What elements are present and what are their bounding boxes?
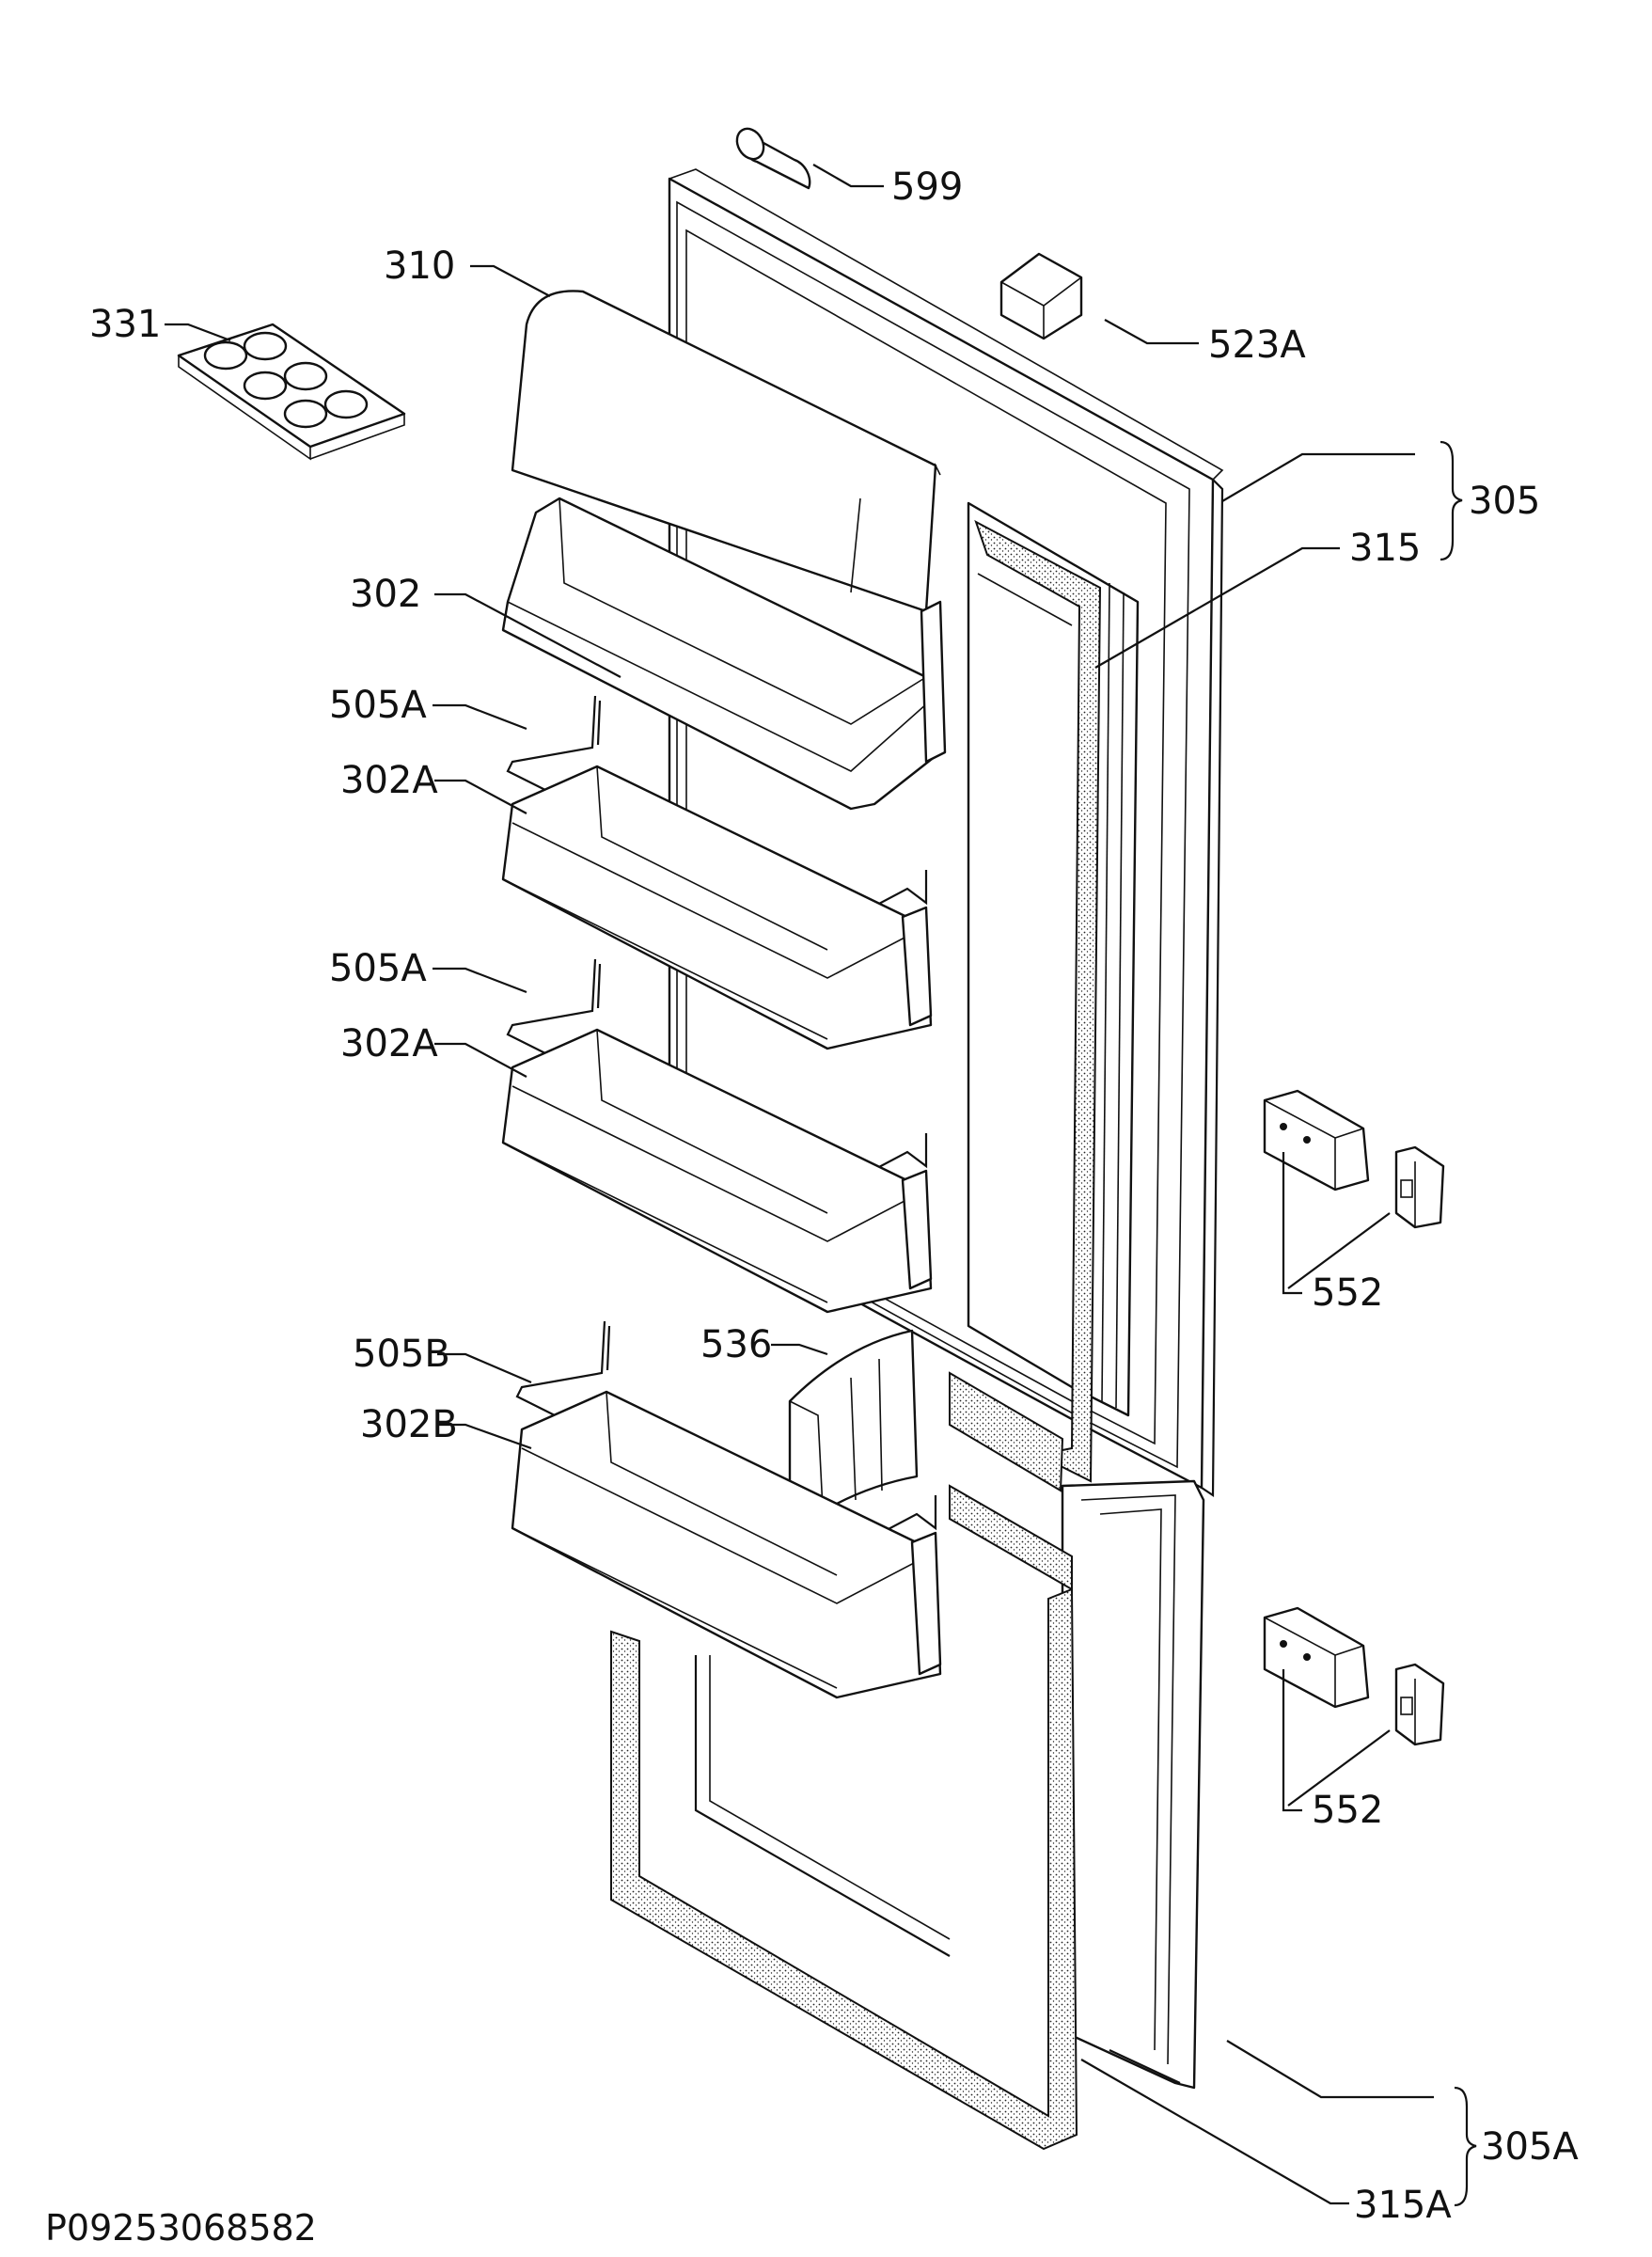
label-505b: 505B [353,1333,450,1376]
label-505a-2: 505A [329,947,427,990]
label-599: 599 [891,166,963,209]
part-302b-shelf [511,1390,942,1699]
part-302a-shelf-1 [501,765,933,1050]
part-310-dairy-lid [511,290,941,613]
upper-door-gasket [949,519,1102,1492]
leader-lines [165,164,1477,2207]
drawing-code: P09253068582 [45,2207,317,2249]
label-310: 310 [384,245,455,288]
label-552-2: 552 [1312,1789,1383,1832]
part-331-egg-tray [177,323,406,461]
part-523a-clip [999,252,1083,340]
upper-door [668,168,1224,1498]
label-315: 315 [1349,527,1421,570]
label-315a: 315A [1354,2184,1452,2227]
part-552-hinge-set-2 [1263,1606,1445,1746]
label-305: 305 [1469,480,1540,523]
label-536: 536 [700,1323,772,1366]
part-599-handle-pin [735,127,811,190]
label-305a: 305A [1481,2125,1579,2169]
part-302a-shelf-2 [501,1028,933,1314]
label-505a-1: 505A [329,684,427,727]
label-302a-1: 302A [340,759,438,802]
label-302: 302 [350,573,421,616]
lower-door [1061,1479,1205,2090]
label-523a: 523A [1208,324,1306,367]
label-552-1: 552 [1312,1271,1383,1315]
part-552-hinge-set-1 [1263,1089,1445,1229]
label-302b: 302B [360,1403,458,1446]
label-331: 331 [89,303,161,346]
part-536-bottle-divider [788,1329,919,1516]
part-labels: 599 310 331 523A 305 315 302 505A 302A 5… [45,166,1579,2249]
lower-door-gasket [610,1484,1078,2151]
label-302a-2: 302A [340,1022,438,1065]
